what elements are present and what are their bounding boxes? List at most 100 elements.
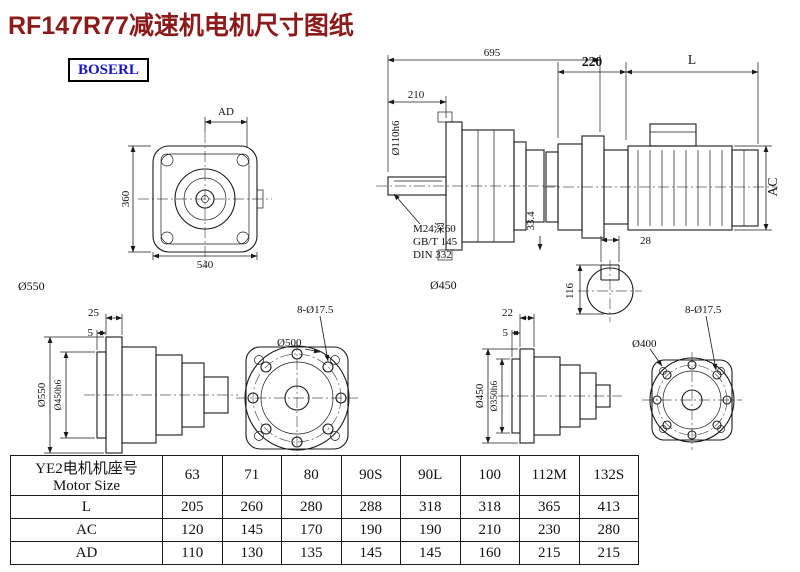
housing-step [203, 376, 229, 414]
dim-5: 5 [88, 327, 107, 350]
bolt-hole [247, 392, 259, 404]
dim-L: L [625, 52, 759, 144]
side-view-drawing: 695 210 Ø110h6 M24深60 GB/T 145 DIN 332 3… [376, 47, 601, 292]
flange-view-b3: 22 5 Ø450 Ø350h6 [474, 307, 622, 444]
dim-210-label: 210 [408, 89, 425, 101]
dim-116: 116 [564, 264, 604, 315]
dim-33-4: 33.4 [525, 211, 543, 251]
dim-540-label: 540 [197, 259, 214, 271]
cell-L-112M: 365 [519, 495, 580, 519]
label-shaft-diameter: Ø110h6 [390, 120, 402, 156]
dim-28-label: 28 [640, 235, 652, 247]
dim-5b: 5 [503, 327, 521, 357]
cell-AD-100: 160 [459, 541, 520, 565]
row-label-L: L [10, 495, 163, 519]
dim-od450-label: Ø450 [474, 383, 486, 408]
label-flange-d450: Ø450 [430, 278, 457, 292]
dim-25-label: 25 [88, 307, 100, 319]
bolt-hole [662, 420, 672, 430]
dim-od-450: Ø450 [474, 348, 518, 444]
corner-bolt-hole [236, 153, 250, 167]
fan-cover [731, 149, 759, 227]
flange-view-b1: 25 5 Ø550 Ø450h6 [36, 307, 238, 454]
cell-L-100: 318 [459, 495, 520, 519]
table-row-L: L 205 260 280 288 318 318 365 413 [10, 495, 639, 519]
flange-view-b2: Ø500 8-Ø17.5 [236, 304, 358, 458]
col-header-90L: 90L [400, 455, 461, 496]
corner-bolt-hole [160, 231, 174, 245]
shaft-hub-circle [174, 168, 236, 230]
dim-116-label: 116 [564, 282, 576, 299]
col-header-112M: 112M [519, 455, 580, 496]
bolt-hole [291, 436, 303, 448]
label-m24-tap: M24深60 [413, 222, 456, 235]
dim-695-label: 695 [484, 47, 501, 59]
bolt-hole [652, 395, 662, 405]
bolt-hole [260, 423, 272, 435]
col-header-90S: 90S [340, 455, 401, 496]
page-title: RF147R77减速机电机尺寸图纸 [8, 12, 354, 40]
motor-view-drawing: 220 L AC [544, 52, 780, 322]
label-flange-d550: Ø550 [18, 279, 45, 293]
dim-od-550: Ø550 [36, 336, 104, 454]
dim-od550-label: Ø550 [36, 382, 48, 407]
col-header-100: 100 [459, 455, 520, 496]
dim-ad-label: AD [218, 106, 234, 118]
dim-spigot-450: Ø450h6 [54, 351, 95, 439]
dim-22: 22 [502, 307, 535, 347]
cell-L-90S: 288 [340, 495, 401, 519]
corner-bolt-hole [254, 355, 264, 365]
dim-33-4-label: 33.4 [525, 211, 537, 231]
label-gbt145: GB/T 145 [413, 236, 458, 248]
gear-housing [461, 129, 515, 243]
motor-body [627, 145, 733, 231]
cell-AC-90L: 190 [400, 518, 461, 542]
dim-695: 695 [387, 47, 601, 172]
housing-step [595, 384, 611, 408]
cell-L-71: 260 [221, 495, 282, 519]
front-view-drawing: AD 360 540 Ø550 [18, 106, 272, 293]
bolt-circle [252, 353, 342, 443]
cell-AC-71: 145 [221, 518, 282, 542]
bolt-hole [712, 420, 722, 430]
dim-25: 25 [88, 307, 123, 335]
bolt-hole [722, 395, 732, 405]
label-din332: DIN 332 [413, 249, 452, 261]
bolt-circle [656, 364, 728, 436]
motor-size-table: YE2电机机座号 Motor Size 63 71 80 90S 90L 100… [10, 455, 639, 565]
dim-28: 28 [600, 235, 652, 262]
bolt-hole [687, 360, 697, 370]
label-d500: Ø500 [277, 337, 302, 349]
table-header-row: YE2电机机座号 Motor Size 63 71 80 90S 90L 100… [10, 455, 639, 496]
dim-210: 210 [387, 89, 447, 118]
cell-AC-80: 170 [281, 518, 342, 542]
col-header-63: 63 [162, 455, 223, 496]
dim-AC: AC [734, 145, 780, 231]
flange-outer-circle [649, 357, 735, 443]
cell-AD-63: 110 [162, 541, 223, 565]
cell-AC-132S: 280 [578, 518, 639, 542]
dim-360-label: 360 [120, 190, 132, 207]
cell-L-63: 205 [162, 495, 223, 519]
label-bolt-holes: 8-Ø17.5 [297, 304, 334, 316]
bolt-hole [712, 370, 722, 380]
dim-220-label: 220 [582, 54, 603, 69]
bolt-hole [335, 392, 347, 404]
corner-bolt-hole [160, 153, 174, 167]
bolt-hole [322, 423, 334, 435]
cell-L-80: 280 [281, 495, 342, 519]
dim-L-label: L [688, 52, 696, 67]
dim-spigot-350: Ø350h6 [490, 358, 510, 434]
boserl-logo: BOSERL [68, 58, 149, 82]
bolt-hole [687, 430, 697, 440]
table-row-AC: AC 120 145 170 190 190 210 230 280 [10, 518, 639, 542]
corner-bolt-hole [330, 355, 340, 365]
table-header-en: Motor Size [52, 477, 121, 494]
dim-5b-label: 5 [503, 327, 509, 339]
col-header-132S: 132S [578, 455, 639, 496]
flange-view-b4: Ø400 8-Ø17.5 [632, 304, 742, 450]
corner-bolt-hole [330, 431, 340, 441]
dim-5-label: 5 [88, 327, 94, 339]
